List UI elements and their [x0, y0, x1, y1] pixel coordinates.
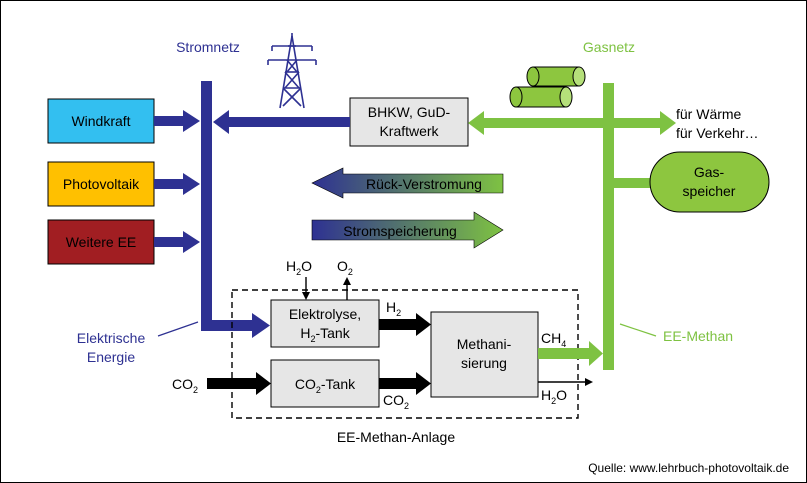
co2-tank: CO2-Tank	[270, 359, 380, 408]
methanisierung: Methani- sierung	[430, 311, 539, 398]
ch4-label: CH4	[541, 330, 566, 349]
source-photovoltaik: Photovoltaik	[47, 161, 155, 207]
windkraft-label: Windkraft	[71, 113, 130, 129]
elektrische-energie-label-line1: Elektrische	[77, 330, 146, 346]
ee-methan-label: EE-Methan	[663, 328, 733, 344]
co2-flow-line	[379, 378, 417, 389]
bhkw-box	[349, 97, 469, 147]
co2-tank-label: CO2-Tank	[295, 376, 356, 395]
o2-out-label: O2	[337, 258, 353, 277]
bhkw-to-strom-line	[228, 117, 350, 127]
elektrische-energie-pointer	[157, 321, 199, 337]
co2-in-line	[207, 378, 257, 389]
h2o-out-arrowhead	[585, 378, 593, 386]
co2-flow-label: CO2	[383, 392, 409, 411]
photovoltaik-box	[47, 161, 155, 207]
bhkw-label-line2: Kraftwerk	[379, 123, 439, 139]
h2-label: H2	[386, 299, 401, 318]
gas-bhkw-line	[482, 118, 603, 128]
bhkw-kraftwerk: BHKW, GuD- Kraftwerk	[349, 97, 469, 147]
source-credit: Quelle: www.lehrbuch-photovoltaik.de	[588, 461, 789, 475]
elektrische-energie-label-line2: Energie	[87, 349, 135, 365]
elektrolyse-box	[270, 299, 380, 348]
o2-out-arrowhead	[343, 277, 351, 285]
bhkw-label-line1: BHKW, GuD-	[368, 104, 451, 120]
elektrolyse-h2-tank: Elektrolyse, H2-Tank	[270, 299, 380, 348]
co2-tank-box	[270, 359, 380, 408]
stromspeicherung-arrow: Stromspeicherung	[311, 211, 504, 249]
gasspeicher-shape	[649, 151, 770, 213]
gas-to-use-line	[614, 118, 662, 128]
gasspeicher-label-line1: Gas-	[694, 164, 725, 180]
source-windkraft: Windkraft	[47, 98, 155, 144]
gas-pipes-icon	[509, 66, 586, 108]
stromspeicherung-label: Stromspeicherung	[343, 223, 457, 239]
ch4-flow-arrowhead	[589, 341, 603, 366]
ee-methan-anlage-label: EE-Methan-Anlage	[337, 429, 456, 445]
ch4-flow-line	[538, 348, 590, 359]
h2-flow-arrowhead	[416, 313, 431, 336]
rueckverstromung-label: Rück-Verstromung	[366, 176, 482, 192]
strom-to-elektrolyse-line	[201, 320, 253, 331]
gas-to-speicher-line	[614, 178, 654, 188]
weitere-ee-label: Weitere EE	[66, 234, 137, 250]
co2-flow-arrowhead	[416, 372, 431, 395]
gasspeicher: Gas- speicher	[649, 151, 770, 213]
power-pylon-icon	[267, 33, 317, 109]
gasnetz-bus	[603, 83, 614, 370]
elektrolyse-label-line1: Elektrolyse,	[289, 306, 361, 322]
h2o-in-label: H2O	[286, 258, 312, 277]
rueckverstromung-arrow: Rück-Verstromung	[311, 167, 504, 199]
gasnetz-label: Gasnetz	[583, 39, 635, 55]
h2o-out-label: H2O	[541, 387, 567, 406]
stromnetz-label: Stromnetz	[176, 39, 240, 55]
fuer-waerme-label: für Wärme	[676, 106, 742, 122]
co2-in-label: CO2	[172, 376, 198, 395]
fuer-verkehr-label: für Verkehr…	[676, 125, 758, 141]
ee-methan-pointer	[619, 323, 657, 337]
strom-to-elektrolyse-arrowhead	[252, 313, 270, 338]
h2-flow-line	[379, 319, 417, 330]
gasspeicher-label-line2: speicher	[683, 183, 736, 199]
co2-in-arrowhead	[256, 372, 271, 395]
photovoltaik-label: Photovoltaik	[63, 176, 140, 192]
stromnetz-bus	[201, 81, 212, 331]
elektrolyse-label-line2: H2-Tank	[300, 325, 350, 344]
gas-to-bhkw-arrowhead	[468, 111, 484, 135]
source-arrows	[154, 110, 200, 253]
methanisierung-label-line1: Methani-	[457, 336, 512, 352]
windkraft-box	[47, 98, 155, 144]
h2o-in-arrowhead	[302, 292, 310, 300]
methanisierung-label-line2: sierung	[461, 355, 507, 371]
bhkw-to-strom-arrowhead	[213, 110, 229, 134]
methanisierung-box	[430, 311, 539, 398]
weitere-ee-box	[47, 219, 155, 265]
source-weitere-ee: Weitere EE	[47, 219, 155, 265]
gas-to-use-arrowhead	[660, 111, 676, 135]
